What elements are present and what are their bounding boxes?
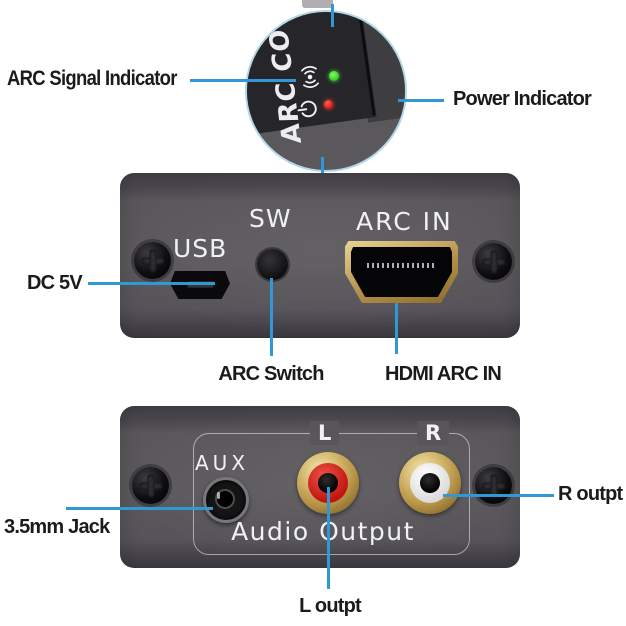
- rca-jack-right: [399, 452, 461, 514]
- callout-line-l-output: [327, 487, 330, 589]
- power-indicator-label: Power Indicator: [453, 88, 592, 110]
- callout-line-arc-switch: [270, 278, 273, 356]
- arc-signal-icon: [296, 63, 323, 90]
- red-led: [324, 100, 333, 109]
- device-top-sliver: [302, 0, 333, 8]
- usb-port-label: USB: [173, 234, 228, 263]
- callout-line-power: [398, 99, 444, 102]
- arc-signal-indicator-label: ARC Signal Indicator: [7, 67, 177, 90]
- right-channel-label: R: [417, 421, 450, 445]
- callout-line-dc5v: [88, 282, 215, 285]
- screw-icon: [475, 243, 512, 280]
- rca-left-hole: [318, 473, 338, 493]
- screw-icon: [132, 467, 169, 504]
- audio-output-label: Audio Output: [231, 517, 415, 546]
- callout-line-r-output: [443, 494, 554, 497]
- aux-jack-hole: [215, 489, 235, 509]
- indicator-inset-circle: ARC CO: [245, 10, 407, 172]
- hdmi-pin-strip: [367, 263, 437, 268]
- inset-connector-top: [331, 4, 334, 27]
- screw-icon: [475, 467, 512, 504]
- aux-label: AUX: [195, 451, 250, 475]
- rca-right-white-ring: [410, 463, 450, 503]
- r-output-label: R outpt: [558, 483, 623, 505]
- left-channel-label: L: [310, 421, 340, 445]
- sw-label: SW: [249, 204, 292, 233]
- callout-line-arc-signal: [190, 79, 296, 82]
- l-output-label: L outpt: [299, 595, 362, 617]
- green-led: [329, 71, 339, 81]
- callout-line-hdmi: [395, 303, 398, 354]
- 35mm-jack-label: 3.5mm Jack: [4, 516, 110, 538]
- aux-jack-glint: [217, 492, 220, 499]
- arc-switch-button: [257, 249, 288, 280]
- dc-5v-label: DC 5V: [27, 272, 83, 294]
- callout-line-35mm: [66, 507, 213, 510]
- hdmi-port-opening: [351, 247, 452, 297]
- inset-connector-bottom: [321, 157, 324, 178]
- screw-icon: [134, 242, 171, 279]
- arc-in-label: ARC IN: [356, 207, 453, 236]
- hdmi-arc-in-label: HDMI ARC IN: [384, 363, 502, 385]
- arc-switch-label: ARC Switch: [218, 363, 324, 385]
- power-icon: [294, 94, 321, 121]
- rca-right-hole: [420, 473, 440, 493]
